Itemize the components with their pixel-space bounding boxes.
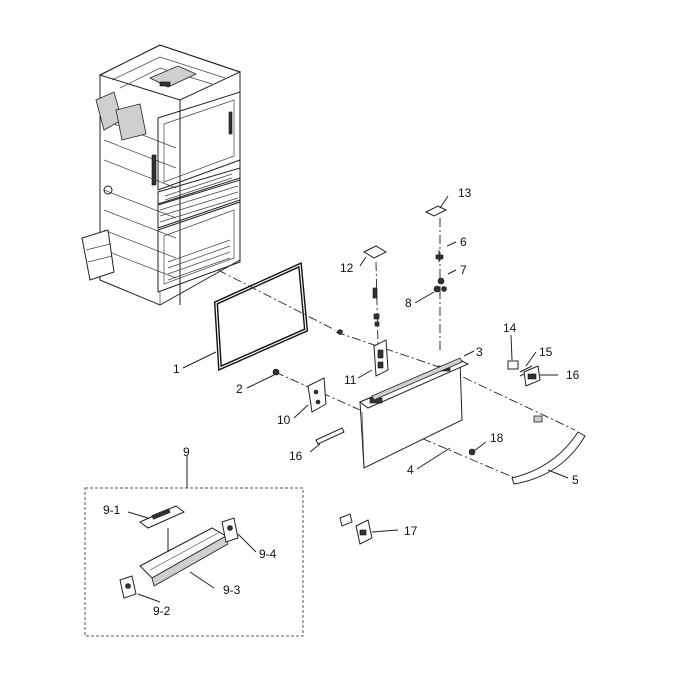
callout-16-left: 16 xyxy=(289,449,303,463)
callout-18: 18 xyxy=(490,431,504,445)
callout-9-2: 9-2 xyxy=(153,604,171,618)
screw-part-2 xyxy=(272,368,280,376)
pin-part-6 xyxy=(435,250,444,262)
callout-10: 10 xyxy=(277,413,291,427)
callout-1: 1 xyxy=(173,362,180,376)
callout-4: 4 xyxy=(407,463,414,477)
door-gasket-part-1 xyxy=(213,262,309,371)
hinge-pin-part-12 xyxy=(362,245,388,327)
callout-9-3: 9-3 xyxy=(223,583,241,597)
bushing-part-8 xyxy=(433,285,447,293)
hinge-bracket-part-10 xyxy=(307,377,327,413)
callout-5: 5 xyxy=(572,473,579,487)
callout-13: 13 xyxy=(458,186,472,200)
guide-part-16-right xyxy=(523,365,541,387)
callout-9-4: 9-4 xyxy=(259,547,277,561)
leader-lines xyxy=(127,195,569,603)
refrigerator-cabinet xyxy=(81,44,242,306)
callout-9-1: 9-1 xyxy=(103,503,121,517)
callout-15: 15 xyxy=(539,345,553,359)
freezer-door-part-3 xyxy=(359,357,470,469)
guide-part-16-left xyxy=(315,427,345,445)
bushing-part-7 xyxy=(437,277,445,285)
cover-part-13 xyxy=(424,205,448,217)
callout-11: 11 xyxy=(344,373,357,387)
handle-assembly-box-part-9 xyxy=(84,487,304,637)
drawer-rail-part-5 xyxy=(511,415,586,485)
callout-6: 6 xyxy=(460,235,467,249)
callout-3: 3 xyxy=(476,345,483,359)
callout-12: 12 xyxy=(340,261,354,275)
callout-2: 2 xyxy=(236,382,243,396)
roller-part-17 xyxy=(339,513,373,545)
callout-14: 14 xyxy=(503,321,517,335)
callout-16-right: 16 xyxy=(566,368,580,382)
callout-labels: 1 2 3 4 5 6 7 8 9 9-1 9-2 9-3 9-4 10 11 … xyxy=(103,186,580,618)
washer-part xyxy=(337,329,343,335)
screw-part-18 xyxy=(468,448,476,456)
callout-17: 17 xyxy=(404,524,418,538)
hinge-bracket-part-11 xyxy=(373,339,389,377)
stopper-part-14 xyxy=(507,360,519,370)
callout-8: 8 xyxy=(405,296,412,310)
callout-7: 7 xyxy=(460,263,467,277)
callout-9: 9 xyxy=(183,445,190,459)
